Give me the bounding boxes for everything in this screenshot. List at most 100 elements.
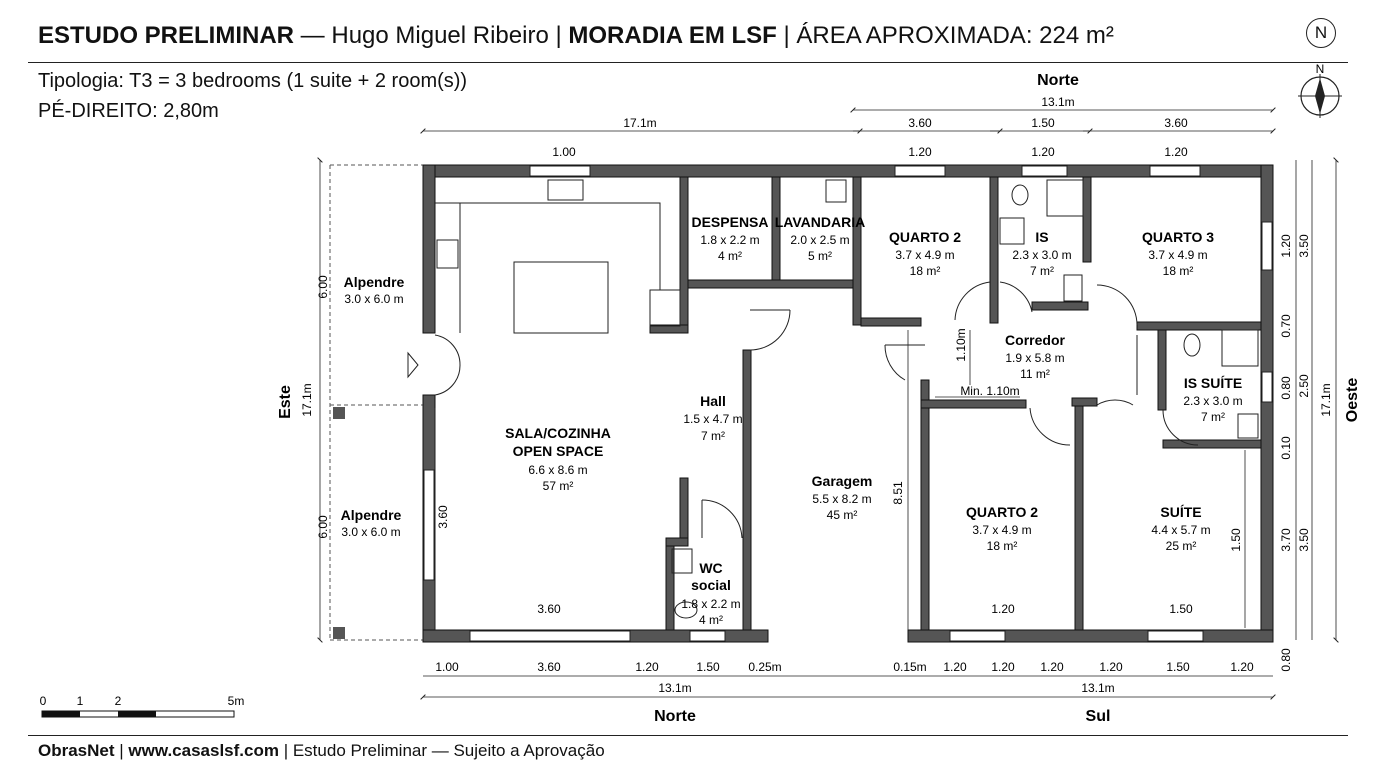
- room-quarto2-top-dims: 3.7 x 4.9 m: [895, 248, 954, 262]
- footer-note: Estudo Preliminar — Sujeito a Aprovação: [292, 741, 605, 760]
- dim-bottom-10: 1.20: [1099, 660, 1123, 674]
- room-sala-dims: 6.6 x 8.6 m: [528, 463, 587, 477]
- room-is-dims: 2.3 x 3.0 m: [1012, 248, 1071, 262]
- room-suite-area: 25 m²: [1166, 539, 1197, 553]
- dim-window-is: 1.20: [1031, 145, 1055, 159]
- room-quarto3-area: 18 m²: [1163, 264, 1194, 278]
- client-name: Hugo Miguel Ribeiro: [331, 22, 549, 49]
- room-hall-area: 7 m²: [701, 429, 725, 443]
- dim-right-e: 3.70: [1279, 528, 1293, 552]
- room-corredor-name: Corredor: [1005, 332, 1065, 348]
- dim-sala-bottom: 3.60: [537, 602, 561, 616]
- dim-right-b: 0.70: [1279, 314, 1293, 338]
- dim-bottom-11: 1.50: [1166, 660, 1190, 674]
- room-lavandaria-area: 5 m²: [808, 249, 832, 263]
- dim-right-total: 17.1m: [1319, 383, 1333, 416]
- room-wc-dims: 1.8 x 2.2 m: [681, 597, 740, 611]
- room-alpendre-top-name: Alpendre: [344, 274, 405, 290]
- room-sala-area: 57 m²: [543, 479, 574, 493]
- footer-divider: [28, 735, 1348, 736]
- scale-bar: 0 1 2 5m: [40, 694, 245, 718]
- compass-icon: N: [1298, 62, 1342, 118]
- dim-bottom-3: 1.20: [635, 660, 659, 674]
- kitchen-island-icon: [513, 261, 609, 334]
- dim-bottom-2: 3.60: [537, 660, 561, 674]
- dim-right-outer-2: 2.50: [1297, 374, 1311, 398]
- room-despensa-area: 4 m²: [718, 249, 742, 263]
- room-alpendre-bottom-name: Alpendre: [341, 507, 402, 523]
- title-bold-study: ESTUDO PRELIMINAR: [38, 22, 295, 49]
- sanitary-fixtures: [671, 179, 1259, 619]
- room-hall-dims: 1.5 x 4.7 m: [683, 412, 742, 426]
- room-quarto2-bottom-area: 18 m²: [987, 539, 1018, 553]
- room-is-suite-area: 7 m²: [1201, 410, 1225, 424]
- room-alpendre-top-dims: 3.0 x 6.0 m: [344, 292, 403, 306]
- room-lavandaria-name: LAVANDARIA: [775, 214, 865, 230]
- dim-top-seg-1: 3.60: [908, 116, 932, 130]
- dim-left-bottom: 6.00: [316, 515, 330, 539]
- dim-window-sala: 1.00: [552, 145, 576, 159]
- room-suite-name: SUÍTE: [1160, 504, 1201, 520]
- room-is-suite-dims: 2.3 x 3.0 m: [1183, 394, 1242, 408]
- room-is-name: IS: [1035, 229, 1048, 245]
- dim-suite-side: 1.50: [1229, 528, 1243, 552]
- room-garagem-name: Garagem: [812, 473, 873, 489]
- page-title: ESTUDO PRELIMINAR — Hugo Miguel Ribeiro …: [38, 22, 1114, 50]
- side-label-top: Norte: [1037, 72, 1079, 89]
- room-quarto3-name: QUARTO 3: [1142, 229, 1214, 245]
- dim-bottom-6: 0.15m: [893, 660, 926, 674]
- scale-label-0: 0: [40, 694, 47, 708]
- dim-quarto2-window: 1.20: [991, 602, 1015, 616]
- room-quarto2-top-area: 18 m²: [910, 264, 941, 278]
- room-labels: Alpendre 3.0 x 6.0 m Alpendre 3.0 x 6.0 …: [341, 214, 1243, 627]
- footer-brand: ObrasNet: [38, 741, 115, 760]
- dim-right-d: 0.10: [1279, 436, 1293, 460]
- scale-label-5m: 5m: [228, 694, 245, 708]
- dim-bottom-total-right: 13.1m: [1081, 681, 1114, 695]
- side-label-bottom-left: Norte: [654, 708, 696, 725]
- dim-left-top: 6.00: [316, 275, 330, 299]
- room-hall-name: Hall: [700, 393, 726, 409]
- side-label-right: Oeste: [1344, 378, 1361, 423]
- kitchen-counter: [435, 179, 681, 333]
- dim-window-quarto3: 1.20: [1164, 145, 1188, 159]
- room-is-area: 7 m²: [1030, 264, 1054, 278]
- footer-separator: |: [114, 741, 129, 760]
- dim-right-f: 0.80: [1279, 648, 1293, 672]
- window-icons: [423, 165, 1273, 642]
- dim-bottom-total-left: 13.1m: [658, 681, 691, 695]
- dim-bottom-9: 1.20: [1040, 660, 1064, 674]
- room-is-suite-name: IS SUÍTE: [1184, 375, 1242, 391]
- room-garagem-dims: 5.5 x 8.2 m: [812, 492, 871, 506]
- dim-bottom-4: 1.50: [696, 660, 720, 674]
- side-label-bottom-right: Sul: [1086, 708, 1111, 725]
- room-corredor-dims: 1.9 x 5.8 m: [1005, 351, 1064, 365]
- footer-separator: |: [278, 741, 293, 760]
- scale-label-1: 1: [77, 694, 84, 708]
- room-alpendre-bottom-dims: 3.0 x 6.0 m: [341, 525, 400, 539]
- dim-bottom-8: 1.20: [991, 660, 1015, 674]
- typology-text: Tipologia: T3 = 3 bedrooms (1 suite + 2 …: [38, 70, 468, 92]
- ceiling-height-text: PÉ-DIREITO: 2,80m: [38, 100, 219, 122]
- dim-bottom-12: 1.20: [1230, 660, 1254, 674]
- dim-right-outer-3: 3.50: [1297, 528, 1311, 552]
- room-lavandaria-dims: 2.0 x 2.5 m: [790, 233, 849, 247]
- approx-area: ÁREA APROXIMADA: 224 m²: [796, 22, 1114, 49]
- side-label-left: Este: [277, 385, 294, 419]
- dim-left-total: 17.1m: [300, 383, 314, 416]
- title-separator: |: [548, 22, 569, 49]
- dim-right-outer-1: 3.50: [1297, 234, 1311, 258]
- room-corredor-area: 11 m²: [1020, 367, 1050, 381]
- dim-corredor-width: 1.10m: [954, 328, 968, 361]
- dim-garage-height: 8.51: [891, 481, 905, 505]
- north-badge-icon: N: [1306, 18, 1336, 48]
- room-despensa-name: DESPENSA: [691, 214, 768, 230]
- footer: ObrasNet | www.casaslsf.com | Estudo Pre…: [38, 741, 605, 761]
- dimension-labels: 13.1m 17.1m 3.60 1.50 3.60 1.00 1.20 1.2…: [300, 95, 1333, 695]
- dim-top-total-right: 13.1m: [1041, 95, 1074, 109]
- dim-suite-window: 1.50: [1169, 602, 1193, 616]
- dim-right-a: 1.20: [1279, 234, 1293, 258]
- room-despensa-dims: 1.8 x 2.2 m: [700, 233, 759, 247]
- footer-site-link[interactable]: www.casaslsf.com: [128, 741, 279, 760]
